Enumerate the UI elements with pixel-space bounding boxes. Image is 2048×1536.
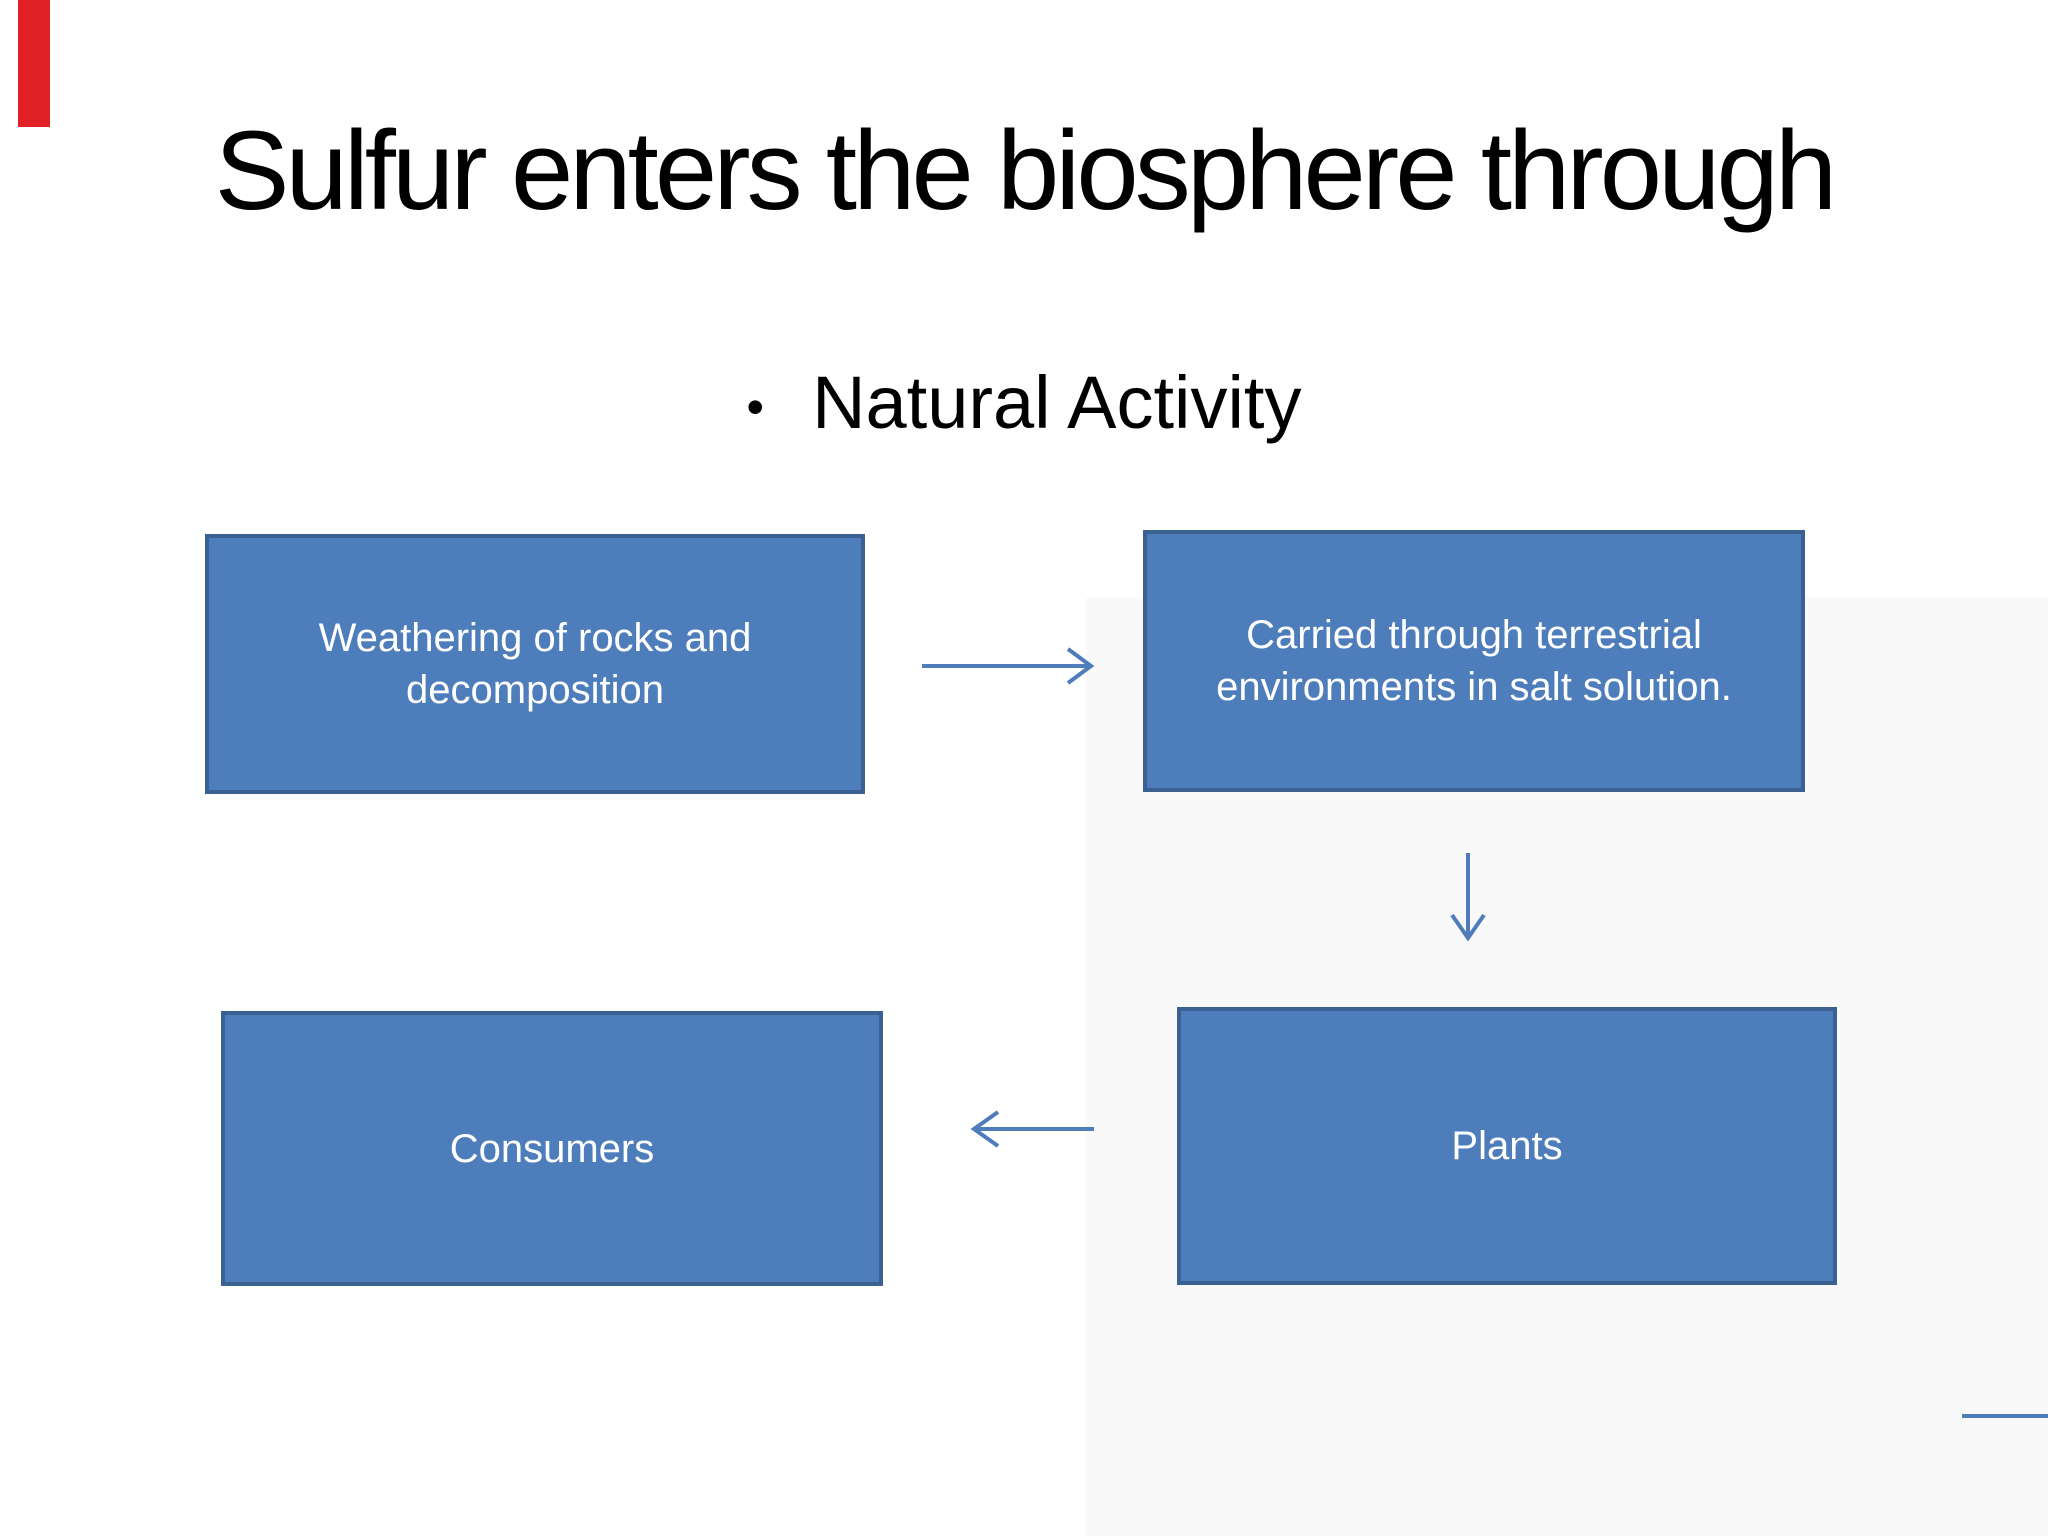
flow-box-consumers-label: Consumers (449, 1126, 655, 1171)
arrow-left-icon (970, 1107, 1096, 1151)
bullet-label: Natural Activity (812, 361, 1302, 444)
flow-box-consumers: Consumers (221, 1011, 883, 1286)
bullet-line: • Natural Activity (0, 360, 2048, 445)
footer-line (1962, 1414, 2048, 1418)
flow-box-weathering: Weathering of rocks and decomposition (205, 534, 865, 794)
arrow-right-icon (920, 644, 1096, 688)
slide-title: Sulfur enters the biosphere through (214, 108, 1838, 233)
red-accent-bar (18, 0, 50, 127)
flow-box-weathering-label: Weathering of rocks and decomposition (318, 616, 752, 712)
flow-box-plants: Plants (1177, 1007, 1837, 1285)
flow-box-carried-label: Carried through terrestrial environments… (1216, 613, 1732, 709)
flow-box-plants-label: Plants (1451, 1124, 1563, 1168)
arrow-down-icon (1448, 851, 1488, 941)
bullet-icon: • (746, 378, 765, 435)
flow-box-carried: Carried through terrestrial environments… (1143, 530, 1805, 792)
